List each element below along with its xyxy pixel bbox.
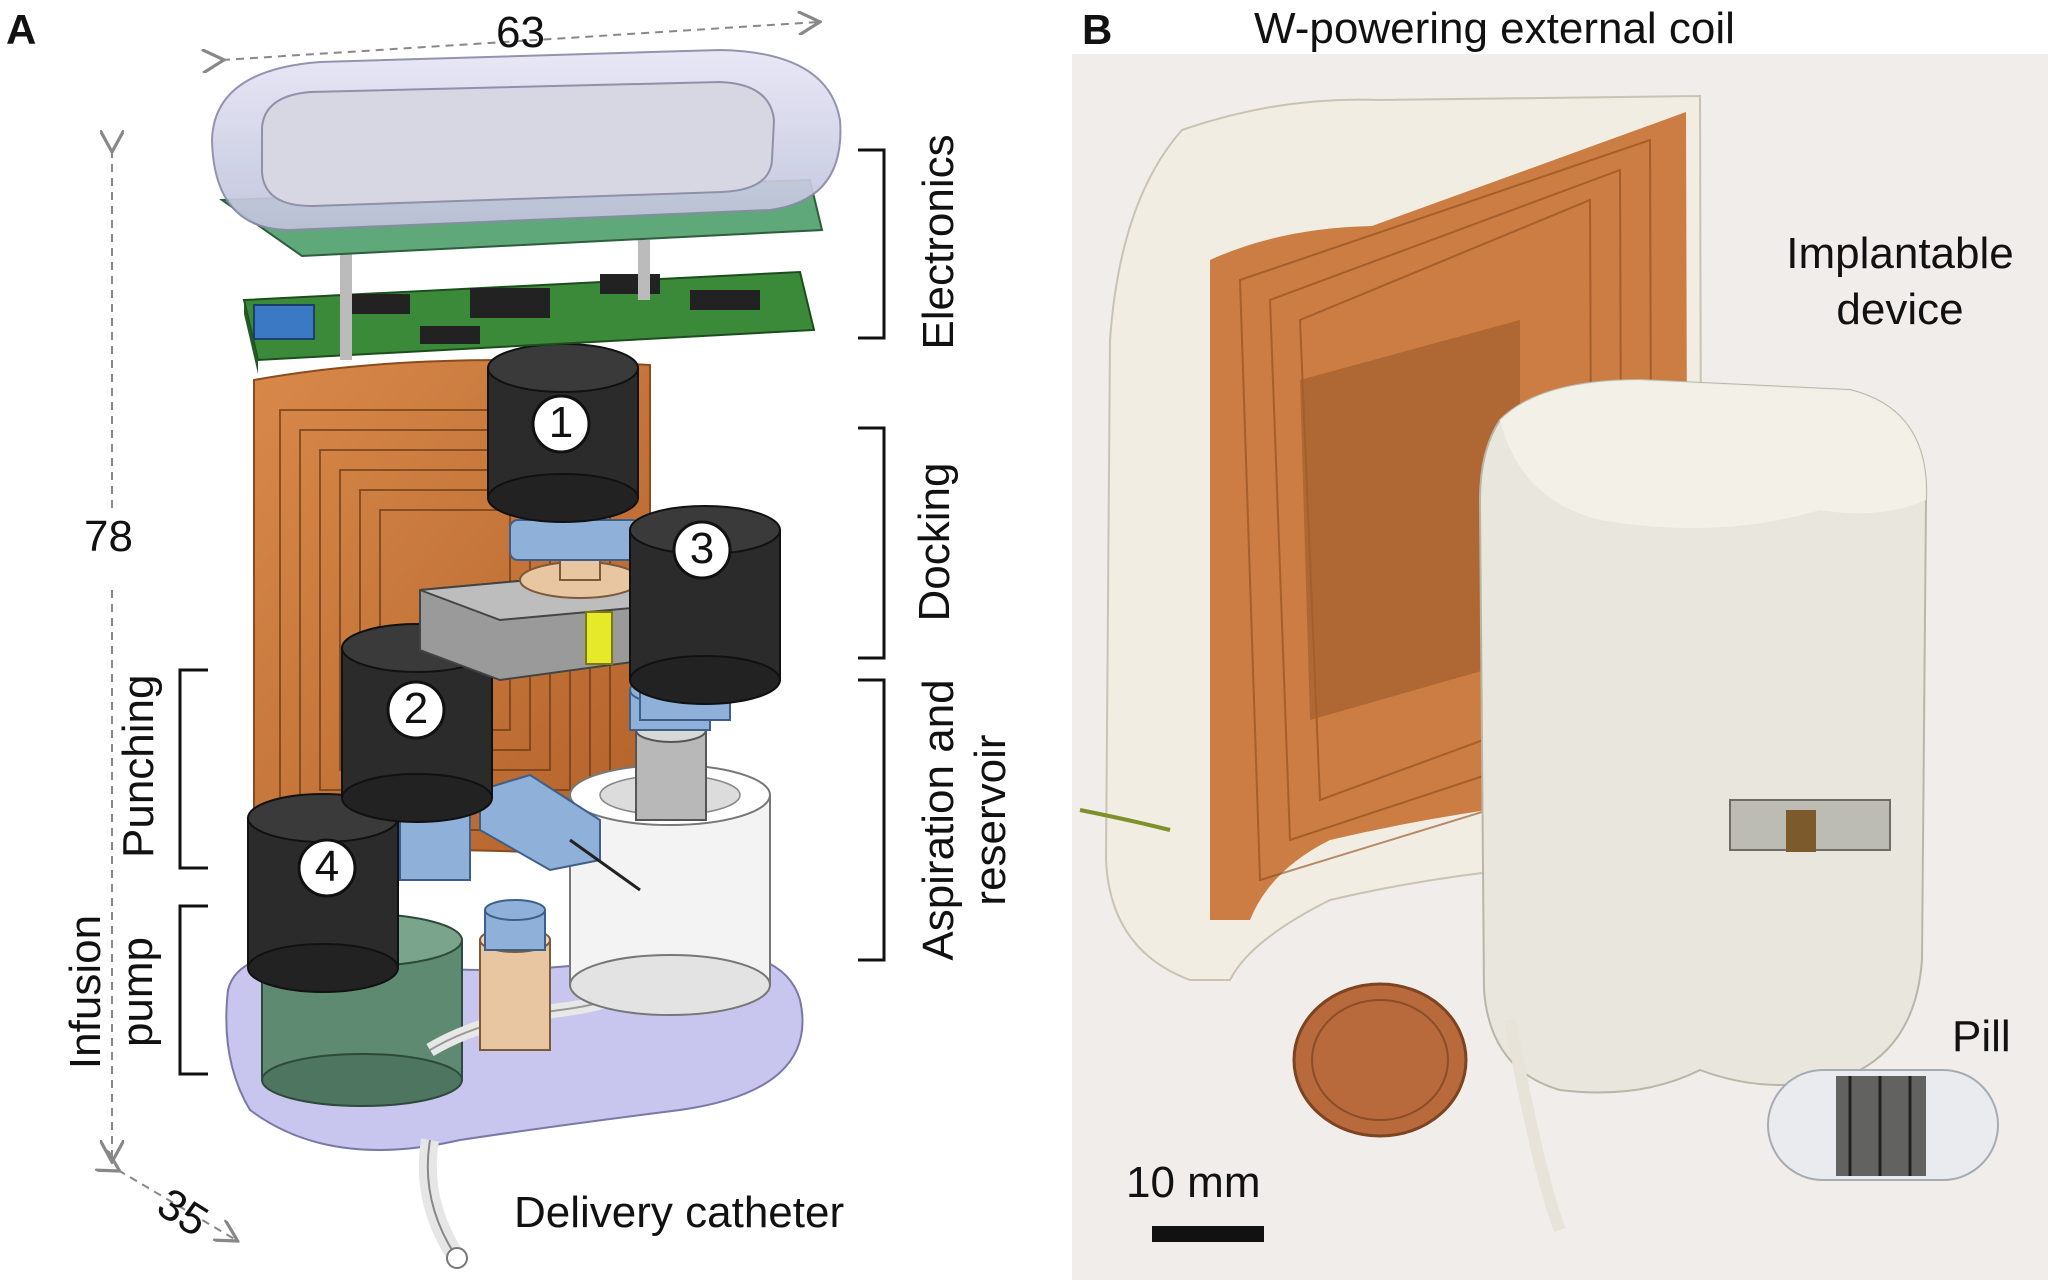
- scale-bar: [1152, 1226, 1264, 1242]
- main-pcb: [242, 270, 816, 374]
- implantable-label-line2: device: [1836, 285, 1964, 334]
- panel-b-photo: [1072, 54, 2048, 1280]
- docking-gear-blue: [509, 519, 641, 561]
- motor-4-number: 4: [314, 842, 340, 891]
- infusion-pump-label: Infusion pump: [60, 892, 164, 1092]
- reservoir-cylinder: [569, 717, 771, 1016]
- infusion-label-line1: Infusion: [61, 914, 110, 1070]
- delivery-catheter-label: Delivery catheter: [514, 1188, 845, 1237]
- external-coil-title: W-powering external coil: [1254, 4, 1735, 53]
- infusion-bracket: [178, 904, 208, 1076]
- width-dimension-arrow: [222, 22, 818, 60]
- infusion-gear-top: [484, 899, 546, 951]
- pill-capsule-photo: [1767, 1069, 1999, 1181]
- aspiration-bracket: [858, 678, 886, 962]
- punching-bracket: [178, 668, 208, 870]
- implantable-device-photo: [1478, 378, 1928, 1233]
- aspiration-label: Aspiration and reservoir: [913, 645, 1017, 995]
- aspiration-label-line2: reservoir: [966, 734, 1015, 906]
- top-lid: [210, 48, 842, 232]
- motor-3-number: 3: [689, 524, 715, 573]
- scale-bar-label: 10 mm: [1126, 1158, 1261, 1207]
- docking-bracket: [858, 426, 886, 660]
- motor-2-number: 2: [403, 684, 429, 733]
- electronics-bracket: [858, 148, 886, 340]
- width-dimension-label: 63: [496, 8, 545, 57]
- punching-label: Punching: [114, 674, 163, 858]
- euro-cent-coin: [1292, 982, 1468, 1138]
- motor-number-badges: [297, 394, 732, 898]
- height-dimension-label: 78: [84, 512, 133, 561]
- panel-b-label: B: [1082, 6, 1113, 53]
- infusion-label-line2: pump: [113, 936, 162, 1048]
- docking-label: Docking: [910, 462, 959, 622]
- electronics-label: Electronics: [914, 134, 963, 350]
- motor-3: [629, 505, 781, 705]
- motor-1: [487, 343, 639, 523]
- implantable-label-line1: Implantable: [1786, 229, 2014, 278]
- depth-dimension-arrow: [118, 1170, 236, 1240]
- motor-1-number: 1: [548, 398, 574, 447]
- aspiration-label-line1: Aspiration and: [914, 679, 963, 961]
- pcb-standoffs: [340, 240, 650, 360]
- punching-needle: [569, 838, 641, 892]
- pill-label: Pill: [1952, 1012, 2011, 1061]
- implantable-device-label: Implantable device: [1740, 226, 2048, 338]
- panel-a-label: A: [6, 6, 37, 53]
